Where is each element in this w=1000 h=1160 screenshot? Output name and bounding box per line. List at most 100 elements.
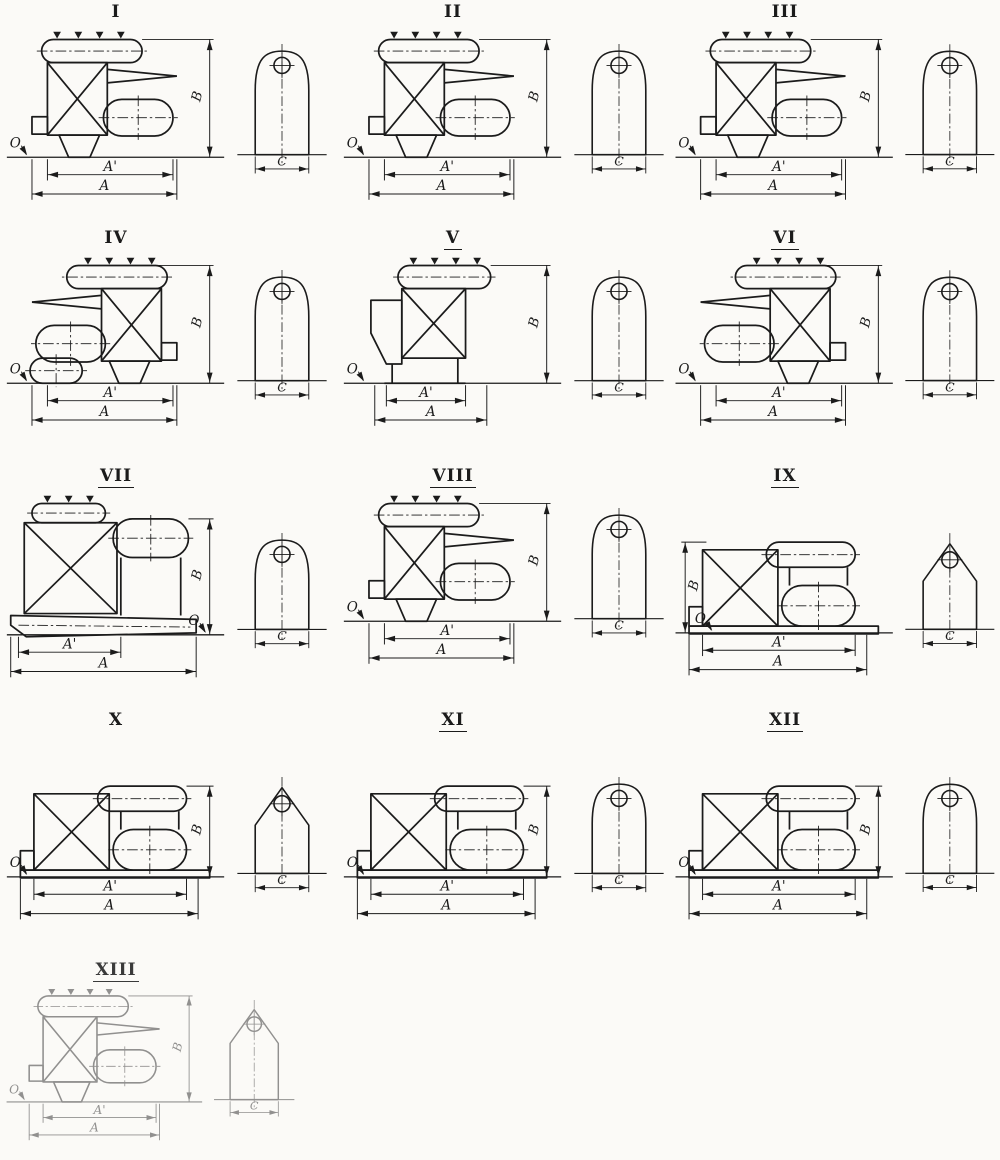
variant-numeral-text: II [444,2,462,22]
variant-numeral: VI [673,228,897,250]
dim-label-a-prime: A' [438,159,453,175]
dim-label-b: B [525,553,543,568]
dim-label-a-prime: A' [101,385,116,401]
side-view-drawing: O B A' A [675,257,893,426]
dim-label-a: A [439,898,451,914]
dim-label-c: C [277,379,287,394]
side-view-drawing: O B A' A [6,257,225,426]
datum-label-o: O [347,600,358,616]
variant-numeral-text: VI [771,228,799,250]
dim-label-a: A [766,178,778,194]
dim-label-a: A [435,642,447,658]
variant-numeral-text: X [108,710,124,730]
side-view-drawing: OBA'A [6,495,225,678]
dim-label-a-prime: A' [770,878,785,894]
side-view-drawing: OBA'A [343,495,562,664]
datum-label-o: O [347,855,358,871]
dim-label-b: B [525,823,543,838]
dim-label-b: B [685,579,703,594]
variant-numeral: VII [4,466,228,488]
dim-label-b: B [188,315,206,330]
variant-numeral: X [4,710,228,732]
datum-label-o: O [10,362,21,378]
dim-label-a: A [97,656,109,672]
variant-numeral: XIII [4,960,228,982]
dim-label-a: A [102,898,114,914]
variant-numeral-text: XIII [93,960,139,982]
dim-label-b: B [525,89,543,104]
dim-label-a: A [766,404,778,420]
variant-views: O B A' A C [4,250,337,448]
variant-numeral-text: VIII [430,466,476,488]
side-view-drawing: OBA'A [6,785,225,920]
side-view-drawing: OBA'A [343,257,562,426]
variant-numeral-text: XI [439,710,467,732]
variant-numeral-text: XII [766,710,804,732]
dim-label-a-prime: A' [101,878,116,894]
variant-numeral: IX [673,466,897,488]
side-view-drawing: OBA'A [675,541,893,676]
datum-label-o: O [9,1082,19,1096]
dim-label-a: A [98,178,110,194]
datum-label-o: O [695,611,706,627]
datum-label-o: O [678,855,689,871]
end-view-drawing: C [237,269,327,400]
dim-label-b: B [857,315,875,330]
dim-label-b: B [188,568,206,583]
dim-label-a-prime: A' [438,878,453,894]
dim-label-c: C [945,153,955,168]
dim-label-c: C [945,628,955,643]
side-view-drawing: OBA'A [6,31,225,200]
side-view-drawing: OBA'A [675,785,893,920]
datum-label-o: O [347,362,358,378]
dim-label-a: A [89,1121,99,1135]
end-view-drawing: C [237,776,327,893]
variant-numeral: III [673,2,897,24]
dim-label-b: B [170,1041,186,1054]
dim-label-a-prime: A' [93,1103,106,1117]
end-view-drawing: C [237,43,327,174]
variant-numeral: XII [673,710,897,732]
dim-label-c: C [277,628,287,643]
dim-label-a: A [98,404,110,420]
variant-numeral: XI [341,710,565,732]
variant-numeral-text: III [771,2,799,22]
variant-numeral-text: IX [771,466,799,488]
dim-label-c: C [277,153,287,168]
dim-label-a-prime: A' [770,385,785,401]
dim-label-c: C [945,872,955,887]
datum-label-o: O [10,136,21,152]
dim-label-a: A [424,404,436,420]
dim-label-b: B [188,823,206,838]
end-view-drawing: C [574,507,664,638]
variant-numeral: II [341,2,565,24]
datum-label-o: O [678,362,689,378]
dim-label-a-prime: A' [417,385,432,401]
dim-label-c: C [277,872,287,887]
variant-numeral-text: V [443,228,463,250]
dim-label-c: C [614,617,624,632]
variant-numeral: VIII [341,466,565,488]
dim-label-a: A [771,898,783,914]
datum-label-o: O [347,136,358,152]
